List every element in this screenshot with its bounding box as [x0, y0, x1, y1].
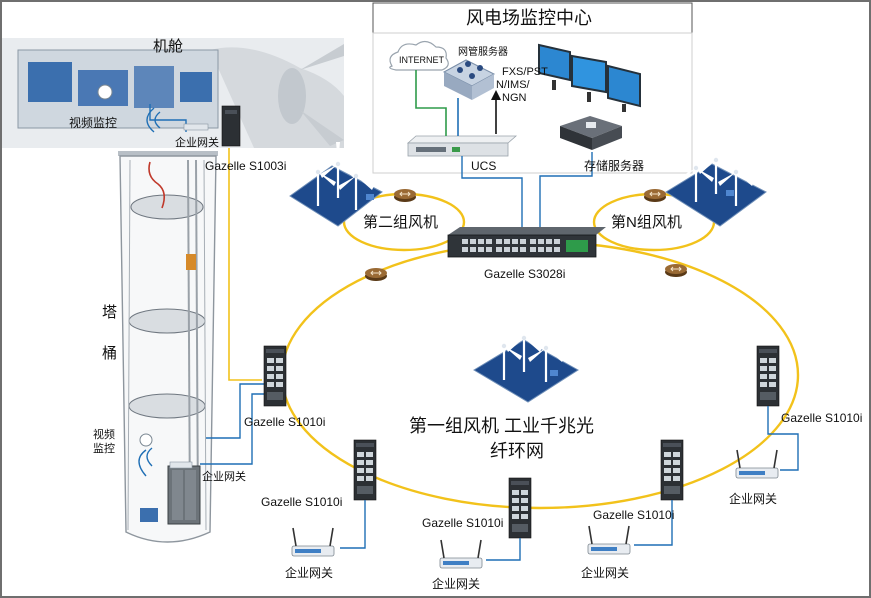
tower-link-upper — [206, 383, 266, 439]
router-icon — [364, 267, 388, 282]
gateway-ring-4-icon — [735, 449, 779, 479]
pstn-label-line1: FXS/PST — [502, 66, 548, 78]
tower-gateway-label: 企业网关 — [202, 471, 246, 483]
nacelle-illustration — [2, 38, 344, 148]
ring-switch-2-label: Gazelle S1010i — [422, 516, 504, 530]
tower-link-lower — [200, 393, 266, 465]
router-icon — [393, 188, 417, 203]
group2-label: 第二组风机 — [363, 214, 439, 231]
tower-video-label-line2: 监控 — [93, 443, 115, 455]
nacelle-label: 机舱 — [153, 38, 184, 55]
ucs-label: UCS — [471, 159, 497, 173]
monitor-wall-icon — [538, 43, 641, 112]
router-icon — [643, 188, 667, 203]
nms-server-label: 网管服务器 — [458, 47, 508, 58]
ucs-device-icon — [406, 135, 518, 157]
ring-gateway-4-label: 企业网关 — [729, 492, 778, 506]
ring-link-1 — [340, 500, 366, 549]
pstn-arrow-head — [491, 90, 501, 100]
switch-ring-3-icon — [660, 439, 684, 501]
pstn-label-line3: NGN — [502, 92, 527, 104]
gateway-ring-2-icon — [439, 539, 483, 569]
ring-title-line1: 第一组风机 工业千兆光 — [409, 416, 594, 436]
ring-link-3 — [634, 500, 673, 546]
ring-switch-3-label: Gazelle S1010i — [593, 508, 675, 522]
nacelle-switch-label: Gazelle S1003i — [205, 159, 287, 173]
groupN-label: 第N组风机 — [611, 214, 682, 231]
ring-link-2 — [486, 538, 521, 561]
tower-label-char1: 塔 — [102, 304, 118, 321]
core-switch-icon — [447, 227, 606, 258]
ring-link-4 — [767, 406, 799, 471]
ring-gateway-2-label: 企业网关 — [432, 577, 481, 591]
router-icon — [664, 263, 688, 278]
internet-label: INTERNET — [399, 55, 444, 65]
internet-cloud-icon — [389, 40, 449, 71]
nacelle-video-label: 视频监控 — [69, 116, 118, 130]
tower-label-char2: 桶 — [102, 345, 118, 362]
control-center-title: 风电场监控中心 — [466, 8, 592, 28]
switch-tower-icon — [263, 345, 287, 407]
ring-gateway-1-label: 企业网关 — [285, 566, 334, 580]
ucs-uplink — [461, 156, 523, 228]
storage-uplink — [539, 152, 593, 228]
wind-farm-groupN-icon — [665, 136, 767, 227]
internet-link — [415, 70, 447, 136]
control-center-title-box — [372, 2, 693, 34]
nacelle-gateway-label: 企业网关 — [175, 137, 219, 149]
ring-switch-4-label: Gazelle S1010i — [781, 411, 863, 425]
wind-farm-group2-icon — [289, 140, 383, 227]
core-switch-label: Gazelle S3028i — [484, 267, 566, 281]
tower-illustration — [118, 151, 218, 543]
tower-switch-label: Gazelle S1010i — [244, 415, 326, 429]
switch-ring-2-icon — [508, 477, 532, 539]
pstn-label-line2: N/IMS/ — [496, 79, 530, 91]
control-center — [372, 2, 693, 174]
switch-ring-4-icon — [756, 345, 780, 407]
nms-server-icon — [442, 59, 496, 100]
tower-fiber-link — [228, 148, 262, 381]
gateway-ring-1-icon — [291, 527, 335, 557]
ring-title-line2: 纤环网 — [490, 441, 544, 461]
tower-video-label-line1: 视频 — [93, 429, 115, 441]
ring-switch-1-label: Gazelle S1010i — [261, 495, 343, 509]
ring-gateway-3-label: 企业网关 — [581, 566, 630, 580]
storage-server-icon — [560, 116, 622, 150]
wind-farm-group1-icon — [473, 314, 579, 403]
storage-server-label: 存储服务器 — [584, 159, 645, 173]
gateway-ring-3-icon — [587, 525, 631, 555]
switch-ring-1-icon — [353, 439, 377, 501]
